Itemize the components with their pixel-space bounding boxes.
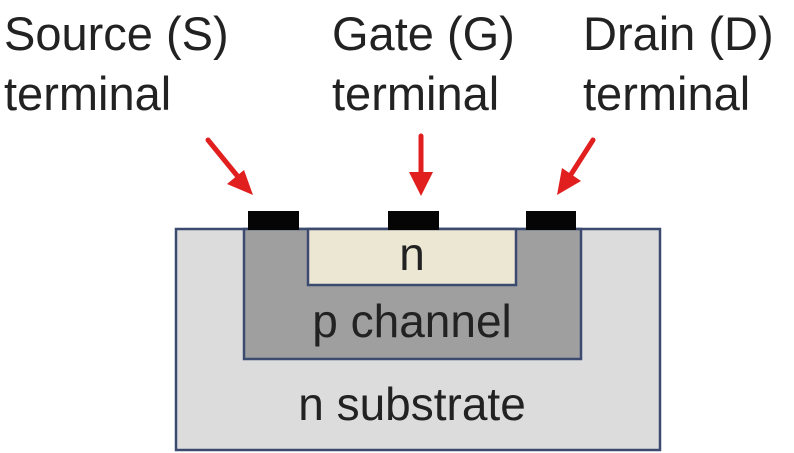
n-substrate-label: n substrate (298, 378, 526, 430)
source-label-line1: Source (S) (4, 7, 229, 60)
source-label-line2: terminal (4, 67, 171, 120)
gate-label-line1: Gate (G) (332, 7, 515, 60)
drain-contact (526, 211, 576, 230)
gate-label-line2: terminal (332, 67, 499, 120)
drain-label-line1: Drain (D) (583, 7, 774, 60)
source-arrow-icon (205, 137, 253, 195)
source-contact (248, 211, 299, 230)
n-region-label: n (399, 228, 425, 280)
gate-contact (388, 211, 439, 230)
p-channel-label: p channel (312, 295, 512, 347)
drain-label-line2: terminal (583, 67, 750, 120)
gate-arrow-icon (409, 133, 433, 196)
drain-arrow-icon (557, 137, 596, 195)
